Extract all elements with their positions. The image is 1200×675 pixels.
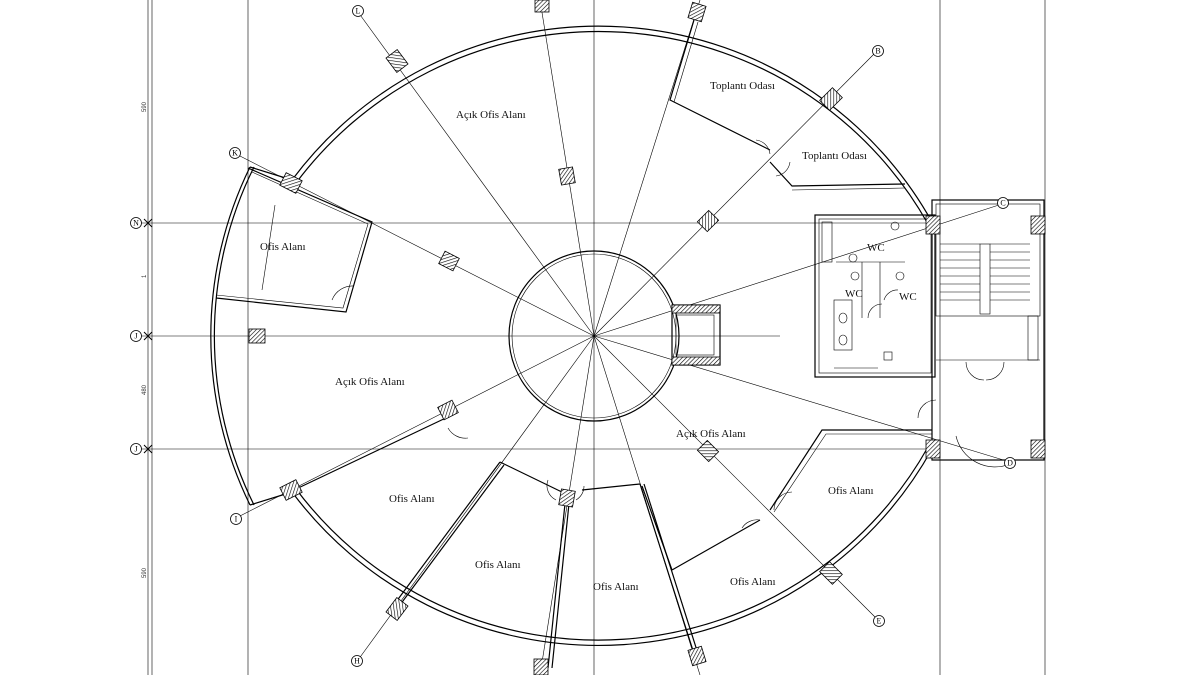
dim-label: 590: [142, 101, 148, 112]
stair-treads: [940, 243, 1039, 361]
partition-walls: [215, 19, 932, 669]
room-label: Açık Ofis Alanı: [676, 428, 746, 440]
elevator-core: [671, 304, 721, 366]
room-label: Ofis Alanı: [475, 559, 521, 571]
grid-lines: [140, 0, 1046, 675]
dim-label: 590: [142, 567, 148, 578]
axis-label-b: B: [875, 47, 880, 56]
axis-label-d: D: [1007, 459, 1013, 468]
axis-label-i: I: [235, 515, 238, 524]
room-label: Ofis Alanı: [828, 485, 874, 497]
room-label: WC: [867, 242, 885, 254]
stair-block: [917, 199, 1045, 468]
axis-label-j1: J: [134, 332, 137, 341]
service-block: [814, 214, 936, 378]
room-label: WC: [845, 288, 863, 300]
room-label: Toplantı Odası: [802, 150, 867, 162]
axis-label-h: H: [354, 657, 360, 666]
axis-label-l: L: [356, 7, 361, 16]
room-label: Toplantı Odası: [710, 80, 775, 92]
room-labels: Açık Ofis Alanı Toplantı Odası Toplantı …: [260, 80, 917, 593]
axis-label-n: N: [133, 219, 139, 228]
room-label: Ofis Alanı: [593, 581, 639, 593]
columns: [248, 0, 1046, 675]
dimension-labels: 590 1 480 590: [142, 101, 148, 578]
radial-axes: [235, 0, 1011, 675]
room-label: Açık Ofis Alanı: [456, 109, 526, 121]
room-label: Ofis Alanı: [260, 241, 306, 253]
dim-label: 1: [142, 274, 148, 278]
room-label: WC: [899, 291, 917, 303]
room-label: Ofis Alanı: [730, 576, 776, 588]
axis-label-j2: J: [134, 445, 137, 454]
dim-label: 480: [142, 384, 148, 395]
axis-label-c: C: [1000, 199, 1005, 208]
room-label: Açık Ofis Alanı: [335, 376, 405, 388]
axis-bubbles: L B K C I D H E N J J: [130, 5, 1016, 667]
axis-label-k: K: [232, 149, 238, 158]
axis-label-e: E: [877, 617, 882, 626]
room-label: Ofis Alanı: [389, 493, 435, 505]
building-shell: [210, 25, 933, 647]
